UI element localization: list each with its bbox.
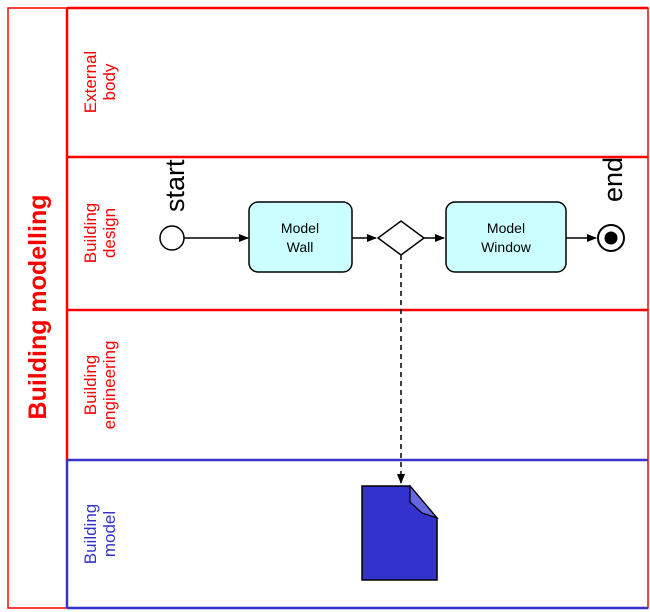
document-icon xyxy=(361,485,438,581)
task-model-window xyxy=(445,201,567,273)
document-fold xyxy=(409,484,439,520)
lane-label-external-body: External body xyxy=(81,51,119,113)
pool-title: Building modelling xyxy=(24,195,52,420)
svg-text:Building: Building xyxy=(81,504,100,565)
svg-text:External: External xyxy=(81,51,100,113)
start-label: start xyxy=(160,159,190,212)
start-event xyxy=(159,225,185,251)
lane-label-building-engineering: Building engineering xyxy=(81,341,119,430)
end-event-dot xyxy=(604,231,618,245)
svg-text:body: body xyxy=(100,63,119,100)
lane-label-building-design: Building design xyxy=(81,203,119,264)
end-label: end xyxy=(598,157,628,202)
svg-text:model: model xyxy=(100,511,119,557)
task-model-wall-line1: Model xyxy=(281,220,319,236)
task-model-window-line2: Window xyxy=(481,239,532,255)
svg-text:design: design xyxy=(100,208,119,258)
lane-label-building-model: Building model xyxy=(81,504,119,565)
svg-text:engineering: engineering xyxy=(100,341,119,430)
task-model-window-line1: Model xyxy=(487,220,525,236)
gateway xyxy=(376,220,426,256)
svg-text:Building: Building xyxy=(81,355,100,416)
svg-text:Building: Building xyxy=(81,203,100,264)
task-model-wall-line2: Wall xyxy=(287,239,314,255)
task-model-wall xyxy=(248,201,353,273)
